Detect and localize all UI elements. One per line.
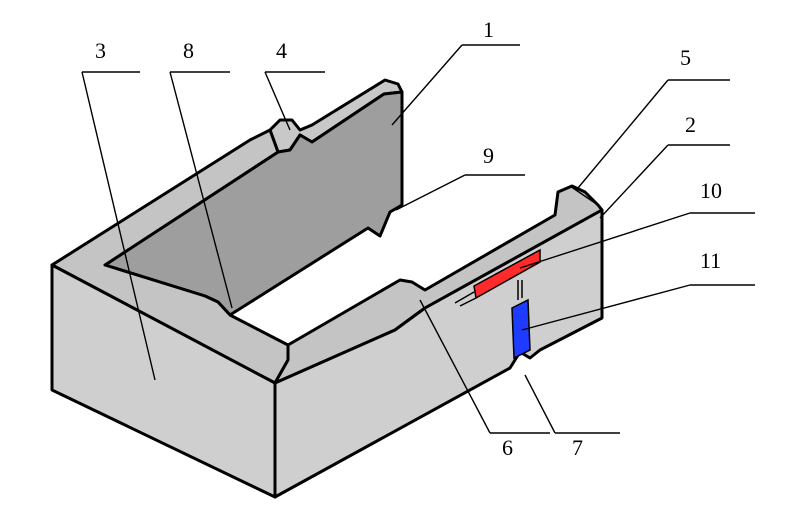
label-6: 6 xyxy=(502,435,513,460)
blue-component xyxy=(511,280,531,360)
label-3: 3 xyxy=(95,38,106,63)
label-7: 7 xyxy=(572,435,583,460)
label-2: 2 xyxy=(685,112,696,137)
label-11: 11 xyxy=(700,248,721,273)
label-1: 1 xyxy=(483,17,494,42)
label-9: 9 xyxy=(483,143,494,168)
label-10: 10 xyxy=(700,178,722,203)
label-5: 5 xyxy=(680,45,691,70)
leader-lines xyxy=(81,44,755,434)
label-8: 8 xyxy=(183,38,194,63)
labels: 3 8 4 1 9 5 2 10 11 6 7 xyxy=(95,17,722,460)
label-4: 4 xyxy=(276,38,287,63)
right-frame xyxy=(273,184,604,499)
